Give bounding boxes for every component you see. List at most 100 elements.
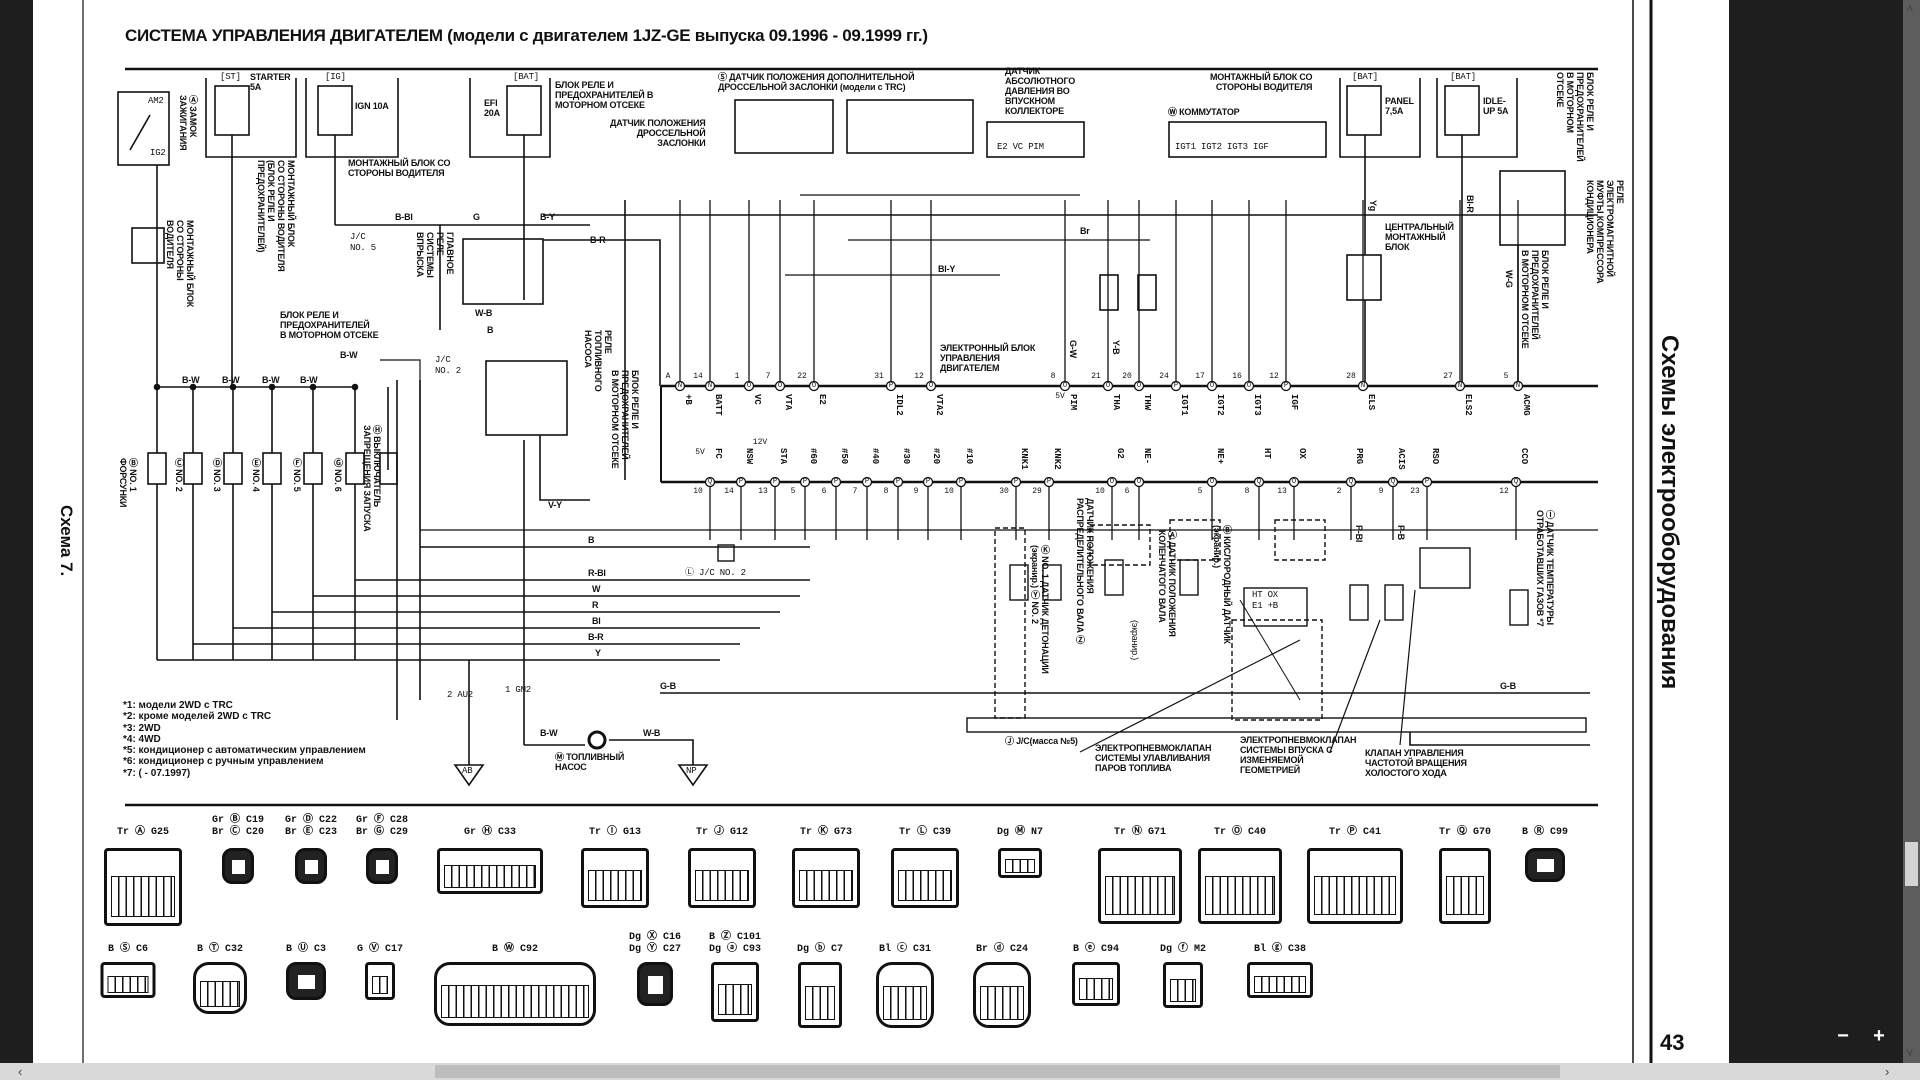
ecu-pin-number: 10 — [693, 487, 703, 496]
ecu-pin-number: 7 — [852, 487, 858, 496]
ecu-pin-number: 17 — [1195, 372, 1205, 381]
scroll-left-button[interactable]: ‹ — [18, 1064, 23, 1079]
footnote: *2: кроме моделей 2WD с TRC — [123, 711, 272, 723]
connector-label: B ⓔ C94 — [1072, 944, 1120, 955]
vertical-scrollbar[interactable] — [1903, 0, 1920, 1063]
ecu-pin-name: VC — [752, 394, 762, 405]
scroll-right-button[interactable]: › — [1885, 1064, 1890, 1079]
ecu-pin-name: HT — [1262, 448, 1272, 459]
ecu-pin-connector: N — [1457, 382, 1463, 390]
ecu-pin-connector: O — [928, 382, 934, 390]
scroll-down-button[interactable]: ˅ — [1906, 1045, 1914, 1060]
connector-diagram — [876, 962, 934, 1028]
ecu-pin-name: E2 — [817, 394, 827, 405]
ecu-pin-connector: N — [1360, 382, 1366, 390]
connector-label: Tr Ⓛ C39 — [898, 827, 952, 838]
ecu-pin-name: G2 — [1115, 448, 1125, 459]
ecu-pin-name: STA — [778, 448, 788, 465]
connector-label: Dg ⓕ M2 — [1159, 944, 1207, 955]
ecu-pin-number: 29 — [1032, 487, 1042, 496]
wire-label: Br — [1080, 226, 1090, 236]
efi-fuse-label: EFI 20A — [484, 98, 500, 118]
connector-label: Tr Ⓚ G73 — [799, 827, 853, 838]
vertical-scrollbar-thumb[interactable] — [1905, 842, 1918, 886]
start-switch-label: Ⓗ ВЫКЛЮЧАТЕЛЬ ЗАПРЕЩЕНИЯ ЗАПУСКА — [362, 425, 382, 532]
relay-block-fuel-label: БЛОК РЕЛЕ И ПРЕДОХРАНИТЕЛЕЙ В МОТОРНОМ О… — [610, 370, 640, 469]
ecu-pin-number: 9 — [913, 487, 919, 496]
connector-label: Tr Ⓠ G70 — [1438, 827, 1492, 838]
connector-diagram — [1525, 848, 1565, 882]
ecu-pin-name: +B — [683, 394, 693, 405]
horizontal-scrollbar-thumb[interactable] — [435, 1065, 1560, 1078]
wire-label: G-W — [1068, 340, 1078, 358]
bat-label-2: [BAT] — [1352, 72, 1379, 82]
ecu-pin-connector: P — [772, 478, 778, 486]
ground-jc-label: Ⓙ J/C(масса №5) — [1005, 736, 1078, 746]
wire-label: W — [592, 584, 601, 594]
driver-block-label-far-left: МОНТАЖНЫЙ БЛОК СО СТОРОНЫ ВОДИТЕЛЯ — [165, 220, 195, 308]
wire-label: V-Y — [548, 500, 562, 510]
scroll-up-button[interactable]: ˄ — [1906, 1, 1914, 16]
ecu-pin-connector: O — [1136, 382, 1142, 390]
connector-diagram — [437, 848, 543, 894]
ecu-pin-connector: Q — [1513, 478, 1519, 486]
ecu-pin-number: 14 — [693, 372, 703, 381]
fuel-pump-label: Ⓜ ТОПЛИВНЫЙ НАСОС — [555, 752, 625, 772]
footnotes: *1: модели 2WD с TRC *2: кроме моделей 2… — [123, 700, 366, 779]
wire-label: B-W — [262, 375, 280, 385]
ecu-pin-connector: O — [746, 382, 752, 390]
wire-label: B-W — [540, 728, 558, 738]
ecu-pin-number: 10 — [944, 487, 954, 496]
jc2-top-label: J/C NO. 2 — [435, 355, 462, 376]
ecu-pin-number: 21 — [1091, 372, 1101, 381]
ecu-pin-name: #60 — [808, 448, 818, 465]
wire-label: B — [487, 325, 494, 335]
ecu-pin-number: 12 — [1499, 487, 1509, 496]
ecu-pin-name: NSW — [744, 448, 754, 465]
connector-label: Tr Ⓝ G71 — [1113, 827, 1167, 838]
connector-diagram — [1247, 962, 1313, 998]
connector-diagram — [365, 962, 395, 1000]
central-block-label: ЦЕНТРАЛЬНЫЙ МОНТАЖНЫЙ БЛОК — [1385, 222, 1454, 252]
ecu-pin-number: 6 — [821, 487, 827, 496]
starter-fuse-label: STARTER 5A — [250, 72, 291, 92]
ecu-pin-connector: O — [1291, 478, 1297, 486]
ecu-pin-connector: P — [833, 478, 839, 486]
connector-label: Dg ⓑ C7 — [796, 944, 844, 955]
ecu-pin-name: IGF — [1289, 394, 1299, 411]
ac-relay-label: РЕЛЕ ЭЛЕКТРОМАГНИТНОЙ МУФТЫ КОМПРЕССОРА … — [1585, 180, 1625, 284]
wire-label: Bl-Y — [938, 264, 956, 274]
ignition-switch-label: Ⓐ ЗАМОК ЗАЖИГАНИЯ — [178, 95, 198, 151]
panel-fuse-label: PANEL 7,5A — [1385, 96, 1414, 116]
ecu-pin-connector: P — [1283, 382, 1289, 390]
connector-label: Tr Ⓐ G25 — [116, 827, 170, 838]
connector-diagram — [1198, 848, 1282, 924]
zoom-in-button[interactable]: + — [1873, 1025, 1885, 1047]
ecu-pin-number: 6 — [1124, 487, 1130, 496]
zoom-out-button[interactable]: − — [1837, 1025, 1849, 1047]
ecu-pin-connector: P — [1013, 478, 1019, 486]
ecu-pin-connector: O — [1105, 382, 1111, 390]
ecu-pin-number: 5 — [1197, 487, 1203, 496]
wire-label: P-B — [1396, 525, 1406, 540]
acis-vsv-label: ЭЛЕКТРОПНЕВМОКЛАПАН СИСТЕМЫ ВПУСКА С ИЗМ… — [1240, 735, 1357, 775]
connector-diagram — [891, 848, 959, 908]
connector-label: Tr Ⓘ G13 — [588, 827, 642, 838]
ground-np-label: NP — [686, 766, 697, 776]
connector-diagram — [1163, 962, 1203, 1008]
connector-diagram — [688, 848, 756, 908]
ecu-pin-number: 5 — [790, 487, 796, 496]
wire-label: G-B — [660, 681, 676, 691]
ecu-pin-name: THA — [1111, 394, 1121, 411]
knock-sensor-label: Ⓚ NO. 1 ДАТЧИК ДЕТОНАЦИИ (экранир.) Ⓨ NO… — [1030, 545, 1050, 674]
ecu-pin-name: #20 — [931, 448, 941, 465]
ig-label: [IG] — [325, 72, 346, 82]
wire-label: B-Y — [540, 212, 555, 222]
ecu-pin-connector: Q — [1348, 478, 1354, 486]
injector-4-label: Ⓔ NO. 4 — [251, 458, 261, 492]
map-sensor-label: ДАТЧИК АБСОЛЮТНОГО ДАВЛЕНИЯ ВО ВПУСКНОМ … — [1005, 66, 1076, 116]
ecu-pin-number: 12 — [1269, 372, 1279, 381]
ecu-pin-number: 13 — [1277, 487, 1287, 496]
connector-diagram — [1098, 848, 1182, 924]
supply-voltage-label: 5V — [1055, 392, 1065, 401]
